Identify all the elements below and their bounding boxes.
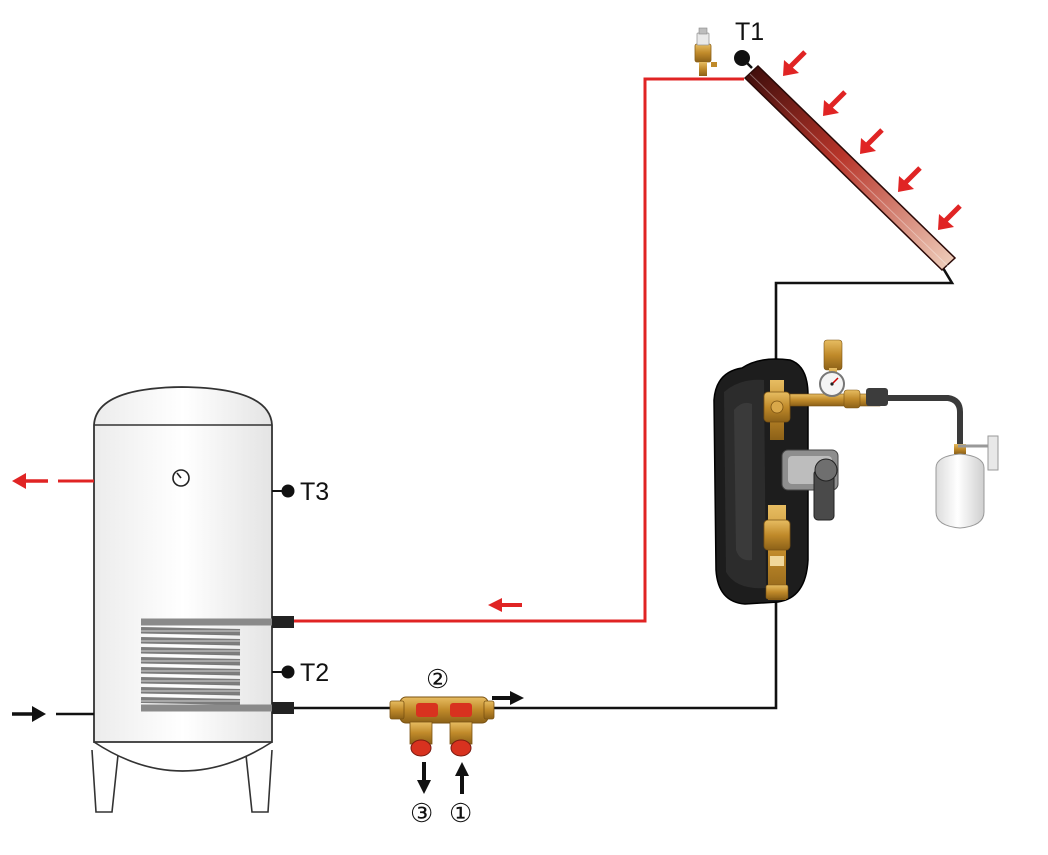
heat-exchanger-coil [140, 618, 274, 712]
mixing-valve-icon [389, 696, 495, 757]
flow-arrow-right [492, 691, 524, 705]
tank-leg-left [91, 749, 119, 813]
t3-label: T3 [300, 478, 329, 506]
safety-valve [823, 339, 843, 371]
sun-arrow-5 [938, 204, 962, 230]
collector-return-pipe [774, 267, 955, 385]
coil-inlet-stub [272, 702, 294, 714]
sensor-t1: T1 [734, 18, 764, 69]
expansion-hose [888, 395, 963, 448]
sun-arrow-1 [783, 50, 807, 76]
storage-tank [91, 386, 294, 813]
hot-outlet-arrow [12, 473, 26, 489]
outlet-3-arrow [417, 762, 431, 794]
coil-outlet-stub [272, 616, 294, 628]
cold-return-pipe [294, 600, 778, 710]
tank-bottom [93, 741, 273, 772]
pump-station [713, 339, 888, 605]
hot-flow-pipe [294, 77, 744, 623]
sun-arrow-4 [898, 166, 922, 192]
gauge-icon [172, 469, 190, 487]
sun-arrow-2 [823, 90, 847, 116]
cold-water-inlet [12, 706, 94, 722]
cold-inlet-arrow [32, 706, 46, 722]
sensor-t2: T2 [272, 659, 329, 687]
expansion-vessel-icon [935, 435, 999, 529]
flow-arrow-left [488, 598, 522, 612]
pressure-gauge-icon [819, 371, 845, 397]
air-vent-icon [694, 27, 717, 76]
sun-arrows [783, 50, 962, 230]
tank-leg-right [245, 749, 273, 813]
pump-icon [781, 449, 839, 521]
flow-meter [763, 519, 791, 551]
outlet-1-arrow [455, 762, 469, 794]
t2-label: T2 [300, 659, 329, 687]
label-2: ② [426, 664, 449, 694]
solar-collector [743, 64, 957, 272]
sensor-t3: T3 [272, 478, 329, 506]
t1-label: T1 [735, 18, 764, 46]
sun-arrow-3 [860, 128, 884, 154]
label-3: ③ [410, 798, 433, 828]
hot-water-outlet [12, 473, 94, 489]
label-1: ① [449, 798, 472, 828]
